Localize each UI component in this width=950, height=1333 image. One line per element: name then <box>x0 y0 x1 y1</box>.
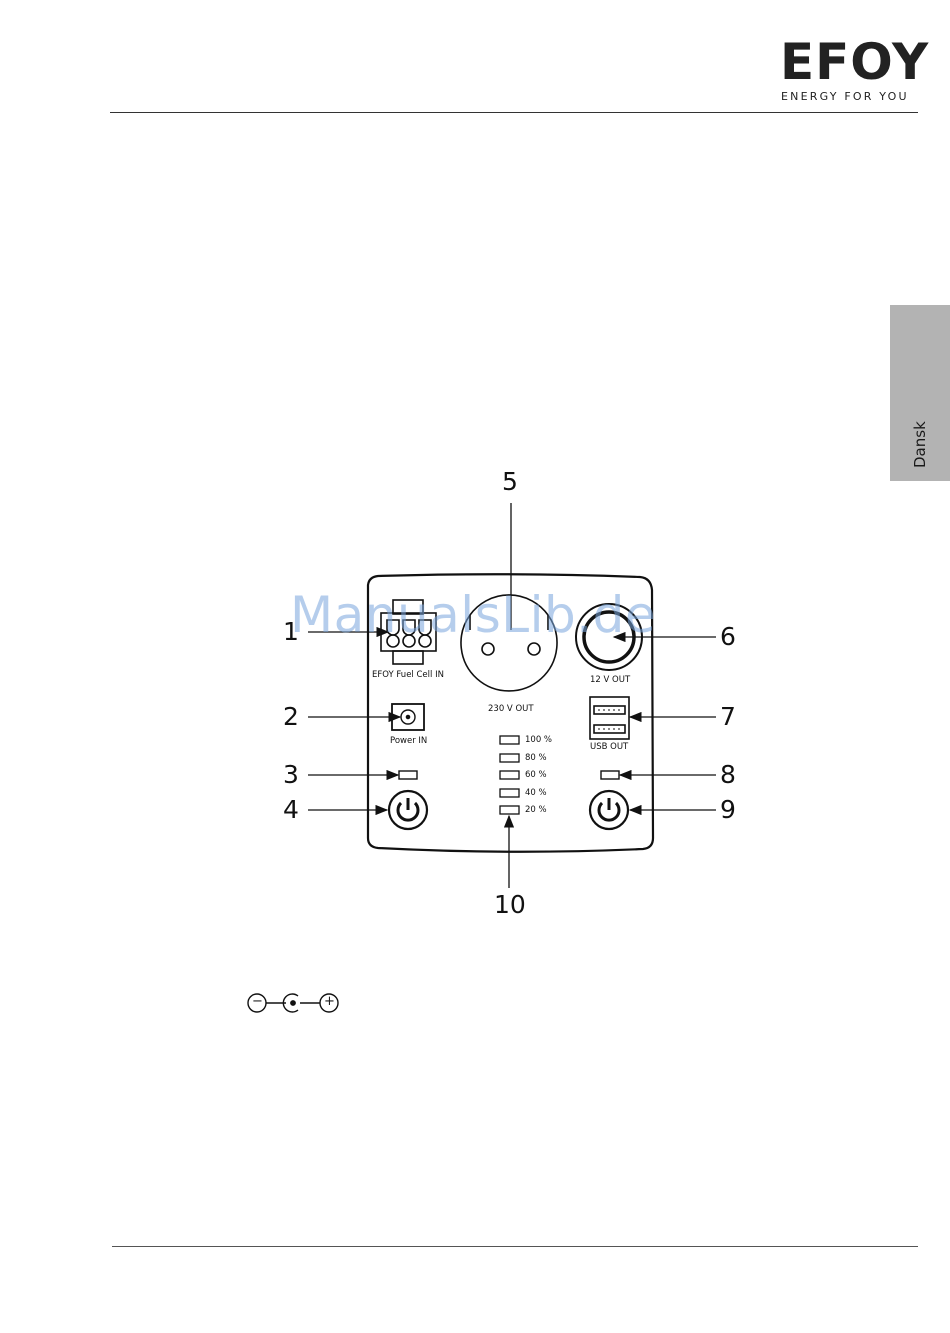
callout-6: 6 <box>720 622 736 651</box>
left-power-button-icon <box>389 791 427 829</box>
charge-level-leds <box>500 736 519 814</box>
label-12v-out: 12 V OUT <box>590 675 630 685</box>
callout-3: 3 <box>283 760 299 789</box>
fuel-cell-status-led <box>399 771 417 779</box>
charge-level-label: 100 % <box>525 735 552 745</box>
label-power-in: Power IN <box>390 736 427 746</box>
watermark: ManualsLib.de <box>290 586 656 644</box>
charge-level-label: 20 % <box>525 805 547 815</box>
callout-7: 7 <box>720 702 736 731</box>
charge-level-label: 80 % <box>525 753 547 763</box>
callout-9: 9 <box>720 795 736 824</box>
callout-5: 5 <box>502 467 518 496</box>
callout-10: 10 <box>494 890 526 919</box>
usb-port-icon <box>590 697 629 739</box>
polarity-plus: + <box>324 994 335 1009</box>
charge-level-label: 60 % <box>525 770 547 780</box>
right-power-button-icon <box>590 791 628 829</box>
callout-8: 8 <box>720 760 736 789</box>
label-fuel-cell-in: EFOY Fuel Cell IN <box>372 670 444 680</box>
usb-status-led <box>601 771 619 779</box>
leader-lines <box>308 503 716 888</box>
callout-2: 2 <box>283 702 299 731</box>
footer-divider <box>112 1246 918 1247</box>
polarity-minus: − <box>252 994 263 1009</box>
charge-level-label: 40 % <box>525 788 547 798</box>
label-usb-out: USB OUT <box>590 742 628 752</box>
label-230v-out: 230 V OUT <box>488 704 534 714</box>
callout-4: 4 <box>283 795 299 824</box>
